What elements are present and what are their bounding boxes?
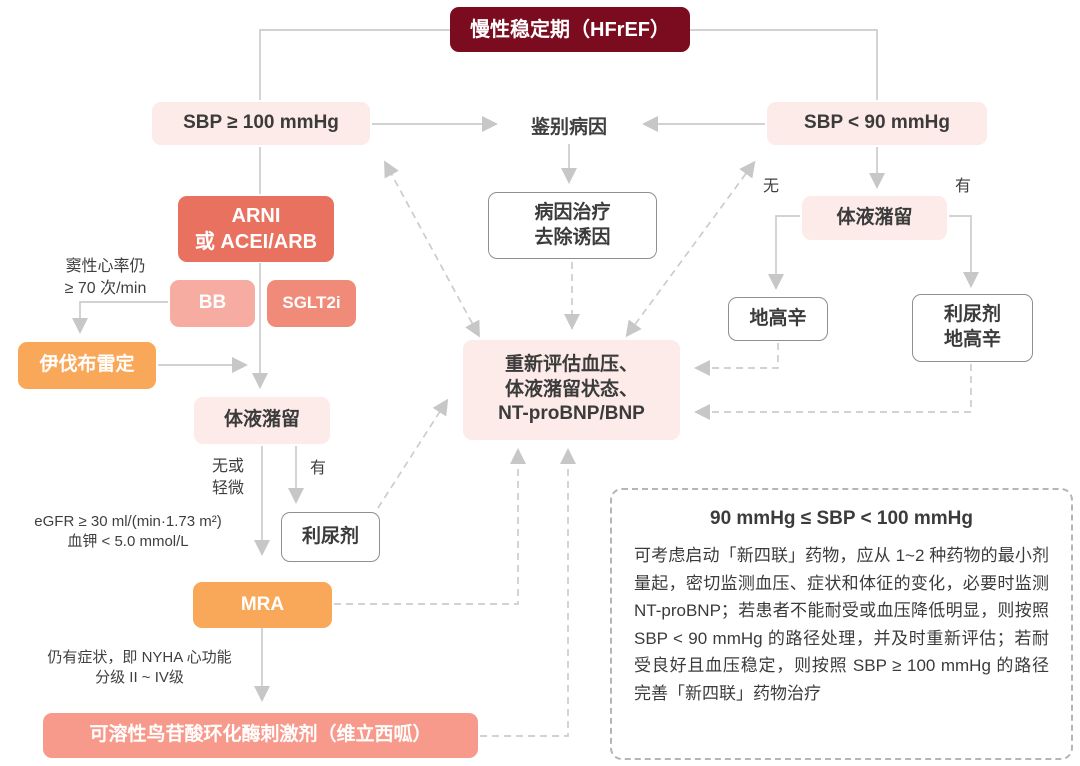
node-chronic-stable-hfref: 慢性稳定期（HFrEF） xyxy=(450,7,690,52)
node-cause-treatment: 病因治疗 去除诱因 xyxy=(488,192,657,259)
node-identify-cause: 鉴别病因 xyxy=(530,117,607,138)
node-label: SBP ≥ 100 mmHg xyxy=(183,112,339,134)
node-label: 体液潴留 xyxy=(836,206,913,228)
note-egfr-line1: eGFR ≥ 30 ml/(min·1.73 m²) xyxy=(34,513,222,530)
node-label-line1: 病因治疗 xyxy=(534,201,611,223)
note-egfr-line2: 血钾 < 5.0 mmol/L xyxy=(67,533,189,551)
node-vericiguat: 可溶性鸟苷酸环化酶刺激剂（维立西呱） xyxy=(43,713,478,758)
node-label: 体液潴留 xyxy=(223,409,300,431)
node-mra: MRA xyxy=(193,582,332,628)
node-label: 慢性稳定期（HFrEF） xyxy=(470,18,670,41)
node-diuretic-digoxin: 利尿剂 地高辛 xyxy=(912,294,1033,362)
node-reassess: 重新评估血压、 体液潴留状态、 NT-proBNP/BNP xyxy=(463,340,680,440)
note-egfr: eGFR ≥ 30 ml/(min·1.73 m²) 血钾 < 5.0 mmol… xyxy=(2,512,254,553)
node-fluid-retention-right: 体液潴留 xyxy=(802,196,947,240)
node-fluid-retention-left: 体液潴留 xyxy=(194,397,330,444)
node-arni-acei-arb: ARNI 或 ACEI/ARB xyxy=(178,196,334,262)
note-nyha-line2: 分级 II ~ IV级 xyxy=(95,669,184,687)
note-box-sbp-90-100: 90 mmHg ≤ SBP < 100 mmHg 可考虑启动「新四联」药物，应从… xyxy=(610,488,1073,760)
node-bb: BB xyxy=(170,280,255,327)
node-label: 利尿剂 xyxy=(301,525,359,547)
note-nyha-line1: 仍有症状，即 NYHA 心功能 xyxy=(47,649,232,666)
node-diuretic: 利尿剂 xyxy=(281,512,380,562)
node-label-line2: 或 ACEI/ARB xyxy=(194,231,318,253)
node-label: MRA xyxy=(240,593,285,615)
node-label: 地高辛 xyxy=(749,307,807,329)
node-label: SGLT2i xyxy=(282,293,341,313)
node-sbp-ge-100: SBP ≥ 100 mmHg xyxy=(152,102,370,145)
node-label-line1: 重新评估血压、 xyxy=(504,353,638,375)
node-digoxin: 地高辛 xyxy=(728,297,828,341)
node-label: SBP < 90 mmHg xyxy=(804,112,950,134)
note-box-body: 可考虑启动「新四联」药物，应从 1~2 种药物的最小剂量起，密切监测血压、症状和… xyxy=(634,546,1049,703)
node-sbp-lt-90: SBP < 90 mmHg xyxy=(767,102,987,145)
edge-label-sinus-rate: 窦性心率仍 ≥ 70 次/min xyxy=(38,256,173,299)
edge-label-no-right: 无 xyxy=(762,178,779,195)
node-label-line2: 地高辛 xyxy=(943,329,1001,350)
node-label-line2: 体液潴留状态、 xyxy=(504,378,638,400)
edge-label-yes-left: 有 xyxy=(309,460,326,477)
edge-label-line1: 窦性心率仍 xyxy=(65,258,146,275)
edge-label-none-or-mild: 无或 轻微 xyxy=(198,456,258,499)
node-label-line1: ARNI xyxy=(231,205,281,227)
note-box-title: 90 mmHg ≤ SBP < 100 mmHg xyxy=(710,508,973,529)
edge-label-line2: ≥ 70 次/min xyxy=(64,279,147,297)
node-label-line2: 去除诱因 xyxy=(534,226,611,248)
node-label-line3: NT-proBNP/BNP xyxy=(498,403,645,425)
node-label: 伊伐布雷定 xyxy=(39,354,135,376)
node-sglt2i: SGLT2i xyxy=(267,280,356,327)
note-nyha: 仍有症状，即 NYHA 心功能 分级 II ~ IV级 xyxy=(22,648,257,689)
edge-label-line1: 无或 xyxy=(211,458,244,475)
node-ivabradine: 伊伐布雷定 xyxy=(18,342,156,389)
node-label: 可溶性鸟苷酸环化酶刺激剂（维立西呱） xyxy=(89,724,432,746)
node-label: BB xyxy=(198,292,227,314)
edge-label-yes-right: 有 xyxy=(954,178,971,195)
edge-label-line2: 轻微 xyxy=(211,479,244,497)
node-label-line1: 利尿剂 xyxy=(943,304,1001,326)
